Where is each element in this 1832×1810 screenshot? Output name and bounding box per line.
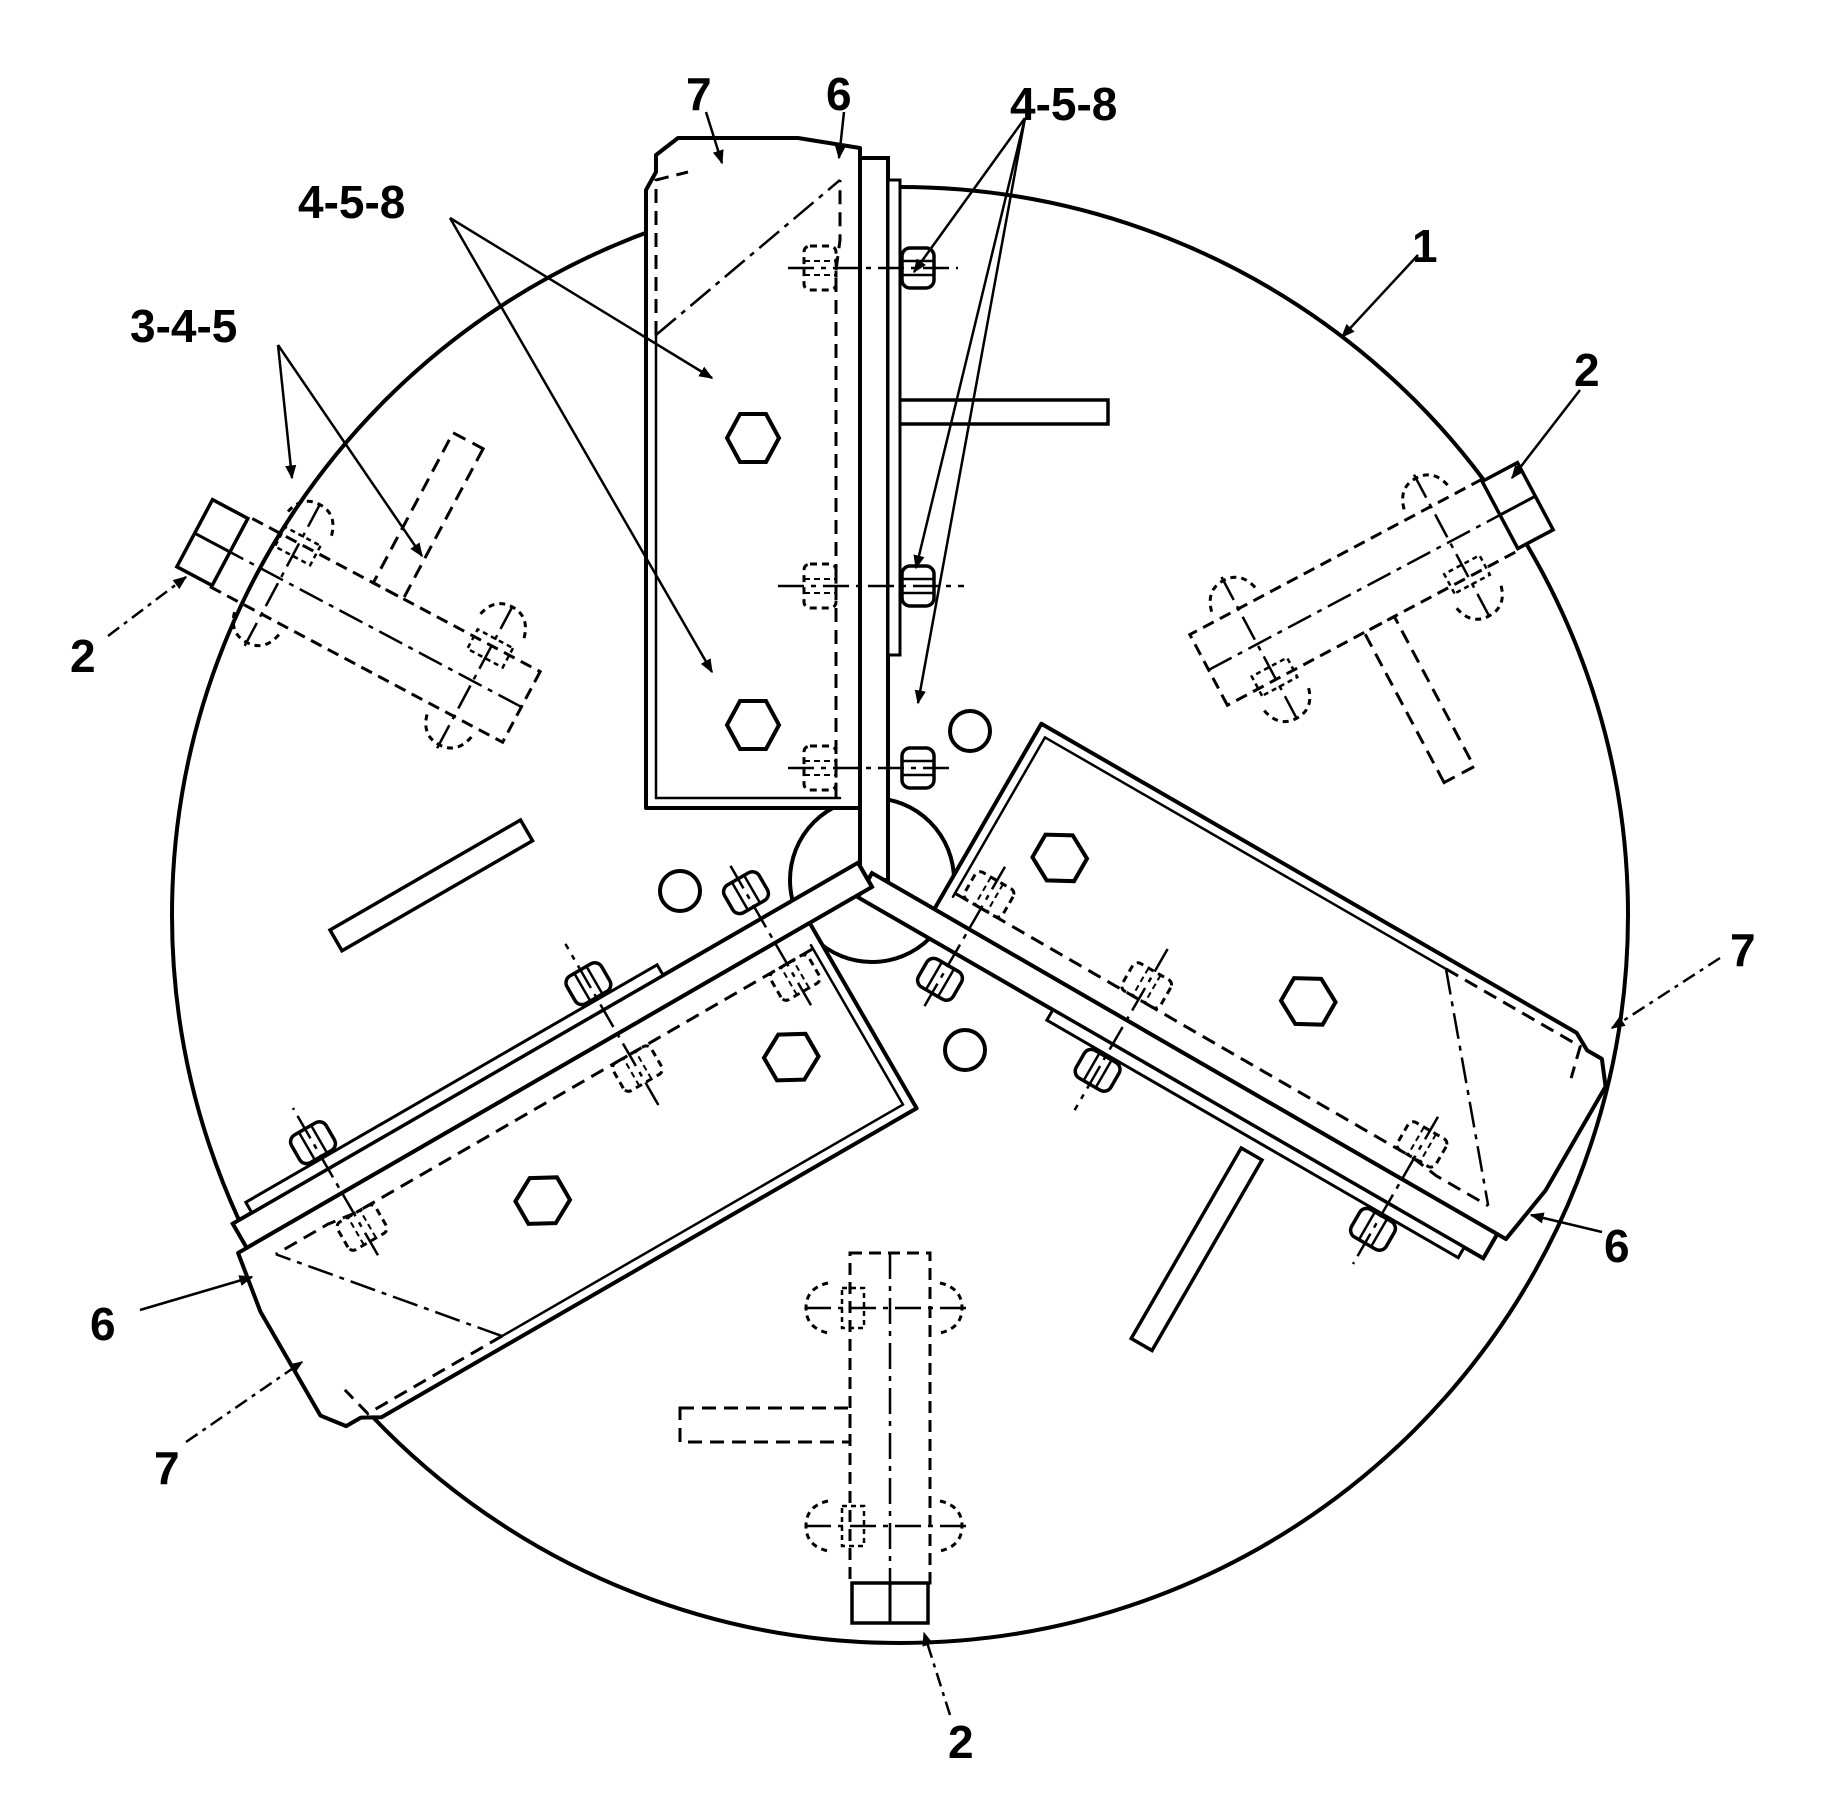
support-bar bbox=[1128, 1145, 1265, 1353]
leader-lines bbox=[107, 111, 1721, 1716]
callout-2-bottom: 2 bbox=[948, 1716, 974, 1768]
callout-3-4-5: 3-4-5 bbox=[130, 300, 237, 352]
stud-assembly-left bbox=[155, 346, 622, 780]
support-bar bbox=[327, 817, 535, 954]
hole bbox=[948, 709, 992, 753]
callout-7-left: 7 bbox=[154, 1442, 180, 1494]
blade-arm-left bbox=[177, 797, 979, 1443]
stud-assembly-right bbox=[1169, 423, 1636, 858]
callout-6-left: 6 bbox=[90, 1298, 116, 1350]
support-bar bbox=[888, 398, 1110, 426]
stud-assembly-bottom bbox=[678, 1251, 972, 1625]
callout-2-right: 2 bbox=[1574, 344, 1600, 396]
blade-arm-right bbox=[820, 688, 1622, 1334]
hole bbox=[943, 1028, 987, 1072]
callout-6-right: 6 bbox=[1604, 1220, 1630, 1272]
blade-arm-top bbox=[646, 138, 964, 880]
callout-4-5-8-left: 4-5-8 bbox=[298, 176, 405, 228]
callout-6-top: 6 bbox=[826, 68, 852, 120]
hole bbox=[658, 869, 702, 913]
callout-1: 1 bbox=[1412, 220, 1438, 272]
callout-2-left: 2 bbox=[70, 630, 96, 682]
callout-7-top: 7 bbox=[686, 68, 712, 120]
callout-4-5-8-right: 4-5-8 bbox=[1010, 78, 1117, 130]
callout-7-right: 7 bbox=[1730, 924, 1756, 976]
